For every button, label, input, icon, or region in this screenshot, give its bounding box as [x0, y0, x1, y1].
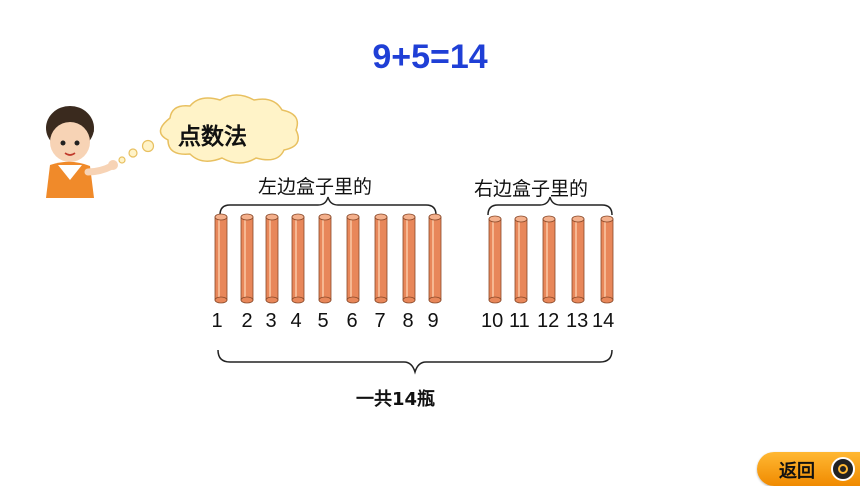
back-button-label: 返回: [779, 461, 815, 482]
back-button[interactable]: 返回: [757, 452, 860, 486]
total-label: 一共14瓶: [356, 389, 436, 410]
bubble-text: 点数法: [178, 124, 247, 150]
right-brace: [487, 196, 613, 216]
left-stick: [240, 213, 254, 304]
boy-character: [46, 106, 118, 198]
count-number: 4: [290, 310, 302, 332]
left-box-label: 左边盒子里的: [258, 176, 373, 198]
left-stick: [402, 213, 416, 304]
left-stick: [214, 213, 228, 304]
count-number: 9: [427, 310, 439, 332]
total-brace: [217, 349, 613, 375]
left-stick: [265, 213, 279, 304]
right-stick: [600, 215, 614, 304]
right-stick: [542, 215, 556, 304]
left-stick: [428, 213, 442, 304]
count-number: 8: [402, 310, 414, 332]
count-number: 11: [509, 310, 530, 332]
count-number: 7: [374, 310, 386, 332]
right-stick: [571, 215, 585, 304]
left-stick: [374, 213, 388, 304]
left-stick: [291, 213, 305, 304]
count-number: 10: [481, 310, 504, 332]
right-box-label: 右边盒子里的: [474, 178, 589, 200]
left-stick: [318, 213, 332, 304]
count-number: 2: [241, 310, 253, 332]
thought-bubble: [118, 94, 299, 164]
equation-title: 9+5=14: [372, 38, 488, 76]
count-number: 3: [265, 310, 277, 332]
count-number: 14: [592, 310, 615, 332]
count-number: 6: [346, 310, 358, 332]
circle-arrow-icon: [831, 457, 855, 481]
left-stick: [346, 213, 360, 304]
count-number: 1: [211, 310, 223, 332]
count-number: 13: [566, 310, 589, 332]
count-number: 5: [317, 310, 329, 332]
count-number: 12: [537, 310, 560, 332]
right-stick: [514, 215, 528, 304]
left-brace: [219, 196, 437, 216]
right-stick: [488, 215, 502, 304]
